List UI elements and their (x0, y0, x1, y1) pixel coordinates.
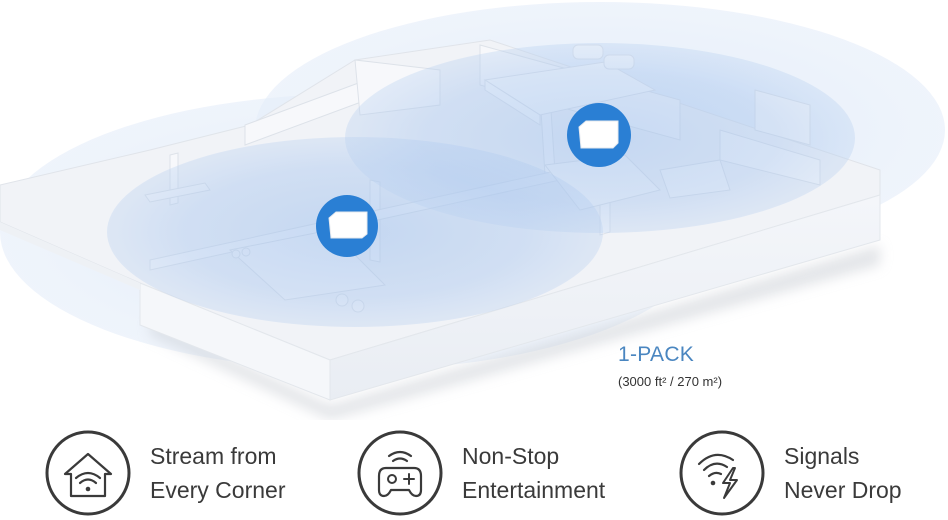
features-row: Stream from Every Corner Non-Stop Entert… (0, 425, 948, 520)
wifi-lightning-icon (679, 430, 765, 515)
router-cube-icon (328, 211, 368, 239)
router-unit-bedroom (567, 103, 631, 167)
slab-front-right (329, 194, 881, 401)
feature-signals-label: Signals Never Drop (784, 442, 902, 503)
gamepad-wifi-icon (357, 430, 443, 515)
pack-label: 1-PACK (618, 343, 695, 366)
house-wifi-icon (45, 430, 131, 515)
router-cube-icon (578, 120, 619, 149)
feature-stream-label: Stream from Every Corner (150, 442, 286, 503)
floor-plan-illustration (0, 2, 945, 420)
feature-signals: Signals Never Drop (677, 425, 902, 520)
coverage-area: (3000 ft² / 270 m²) (618, 374, 723, 389)
feature-entertainment-label: Non-Stop Entertainment (462, 442, 606, 503)
slab-left-lip (0, 222, 140, 290)
feature-stream: Stream from Every Corner (43, 425, 285, 520)
feature-entertainment: Non-Stop Entertainment (355, 425, 605, 520)
router-unit-living (316, 195, 378, 257)
